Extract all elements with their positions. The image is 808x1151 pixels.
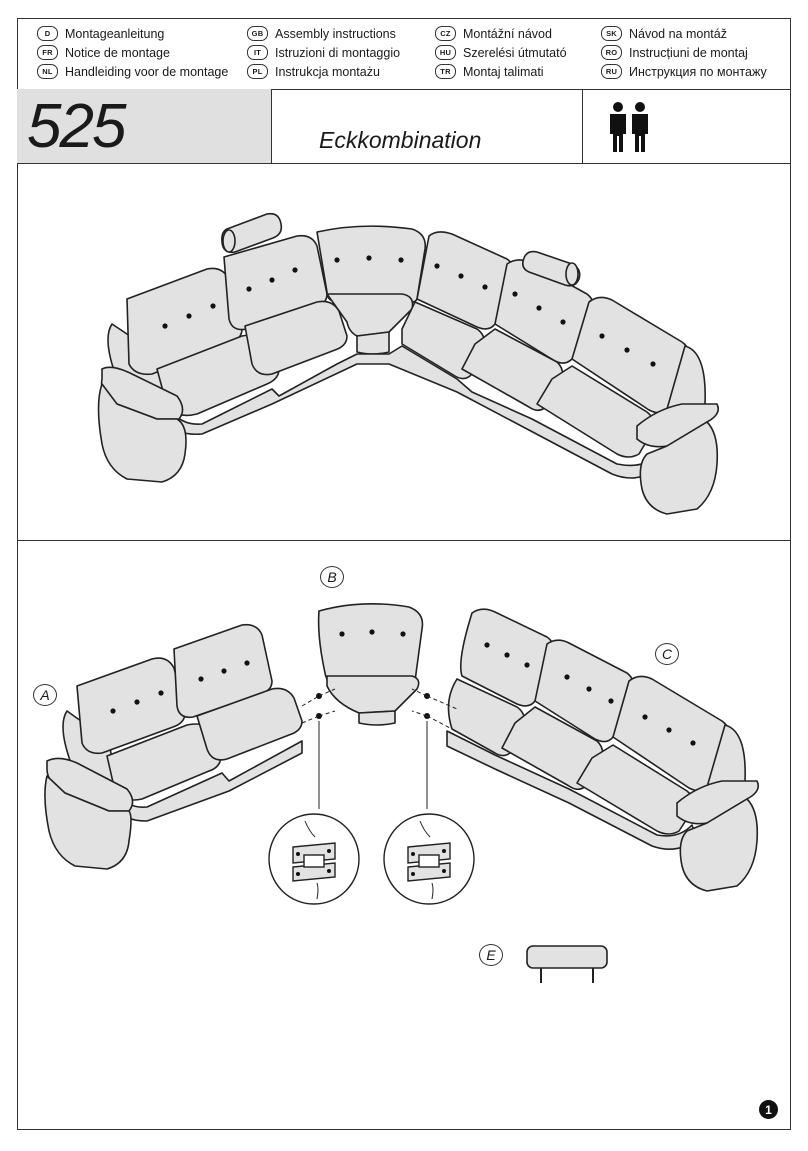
part-label-b: B (320, 566, 344, 588)
parts-panel: B A C E (17, 541, 791, 1129)
connector-detail-left (268, 813, 360, 905)
part-label-e: E (479, 944, 503, 966)
connector-detail-right (383, 813, 475, 905)
title-divider (17, 163, 791, 164)
assembled-sofa-panel (17, 164, 791, 540)
part-label-a: A (33, 684, 57, 706)
assembled-sofa-drawing (97, 212, 720, 515)
panel-divider (17, 540, 791, 541)
header-divider (17, 89, 791, 90)
model-name: Eckkombination (319, 127, 482, 153)
page-frame (17, 18, 791, 1130)
model-number-box: 525 (17, 89, 272, 163)
title-band: 525 Eckkombination (17, 89, 791, 164)
exploded-parts-drawing (44, 603, 760, 983)
persons-required-box (582, 89, 792, 163)
model-number: 525 (27, 92, 126, 161)
part-label-c: C (655, 643, 679, 665)
page-number: 1 (759, 1100, 778, 1119)
two-persons-icon (610, 102, 648, 152)
